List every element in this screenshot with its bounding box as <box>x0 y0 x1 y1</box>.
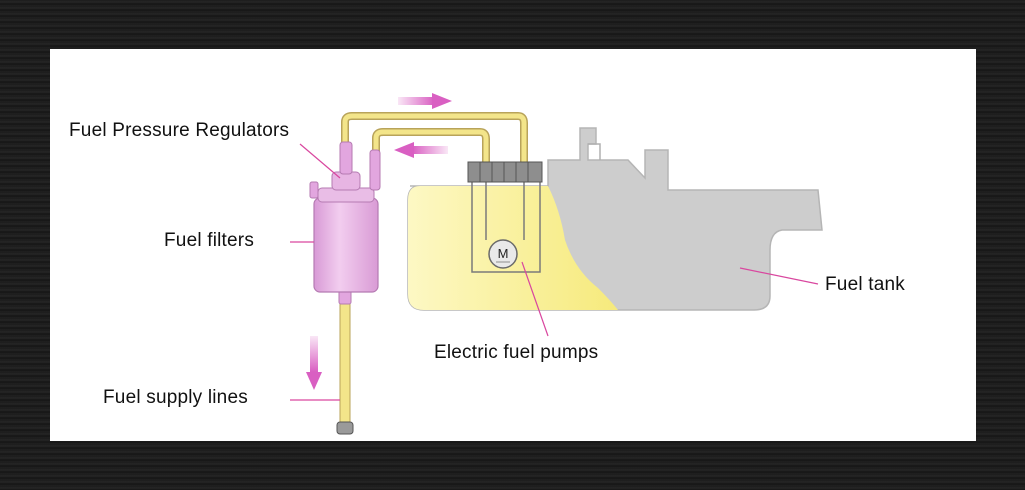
flow-arrow-down-icon <box>306 336 322 390</box>
flow-arrow-left-icon <box>394 142 448 158</box>
label-electric-fuel-pumps: Electric fuel pumps <box>434 342 599 363</box>
pump-module <box>467 161 543 273</box>
flow-arrow-right-icon <box>398 93 452 109</box>
label-fuel-filters: Fuel filters <box>164 230 255 251</box>
label-fuel-tank: Fuel tank <box>825 274 905 295</box>
motor-symbol: M <box>498 246 509 261</box>
label-fuel-pressure-regulators: Fuel Pressure Regulators <box>69 120 290 141</box>
label-fuel-supply-lines: Fuel supply lines <box>103 387 248 408</box>
fuel-filter <box>309 141 381 435</box>
motor-icon: M <box>488 239 518 269</box>
fuel-return-lines <box>341 112 528 179</box>
leader-lines <box>290 143 819 401</box>
